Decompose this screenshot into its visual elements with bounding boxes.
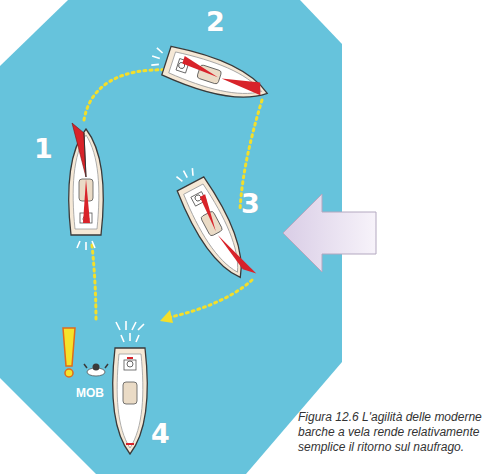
boat <box>168 163 257 290</box>
warning-symbol <box>63 328 75 377</box>
wind-arrow <box>283 194 376 272</box>
mob-label: MOB <box>76 387 104 399</box>
boat <box>147 40 273 110</box>
course-arrowhead <box>160 310 173 323</box>
callout-number: 2 <box>206 8 225 35</box>
figure-caption: Figura 12.6 L'agilità delle moderne barc… <box>298 410 494 455</box>
callout-number: 4 <box>151 420 170 447</box>
callout-number: 3 <box>241 190 260 217</box>
course-line <box>84 70 262 322</box>
boat <box>69 123 103 250</box>
boat <box>113 333 147 454</box>
callout-number: 1 <box>34 135 53 162</box>
person-in-water <box>84 364 108 377</box>
